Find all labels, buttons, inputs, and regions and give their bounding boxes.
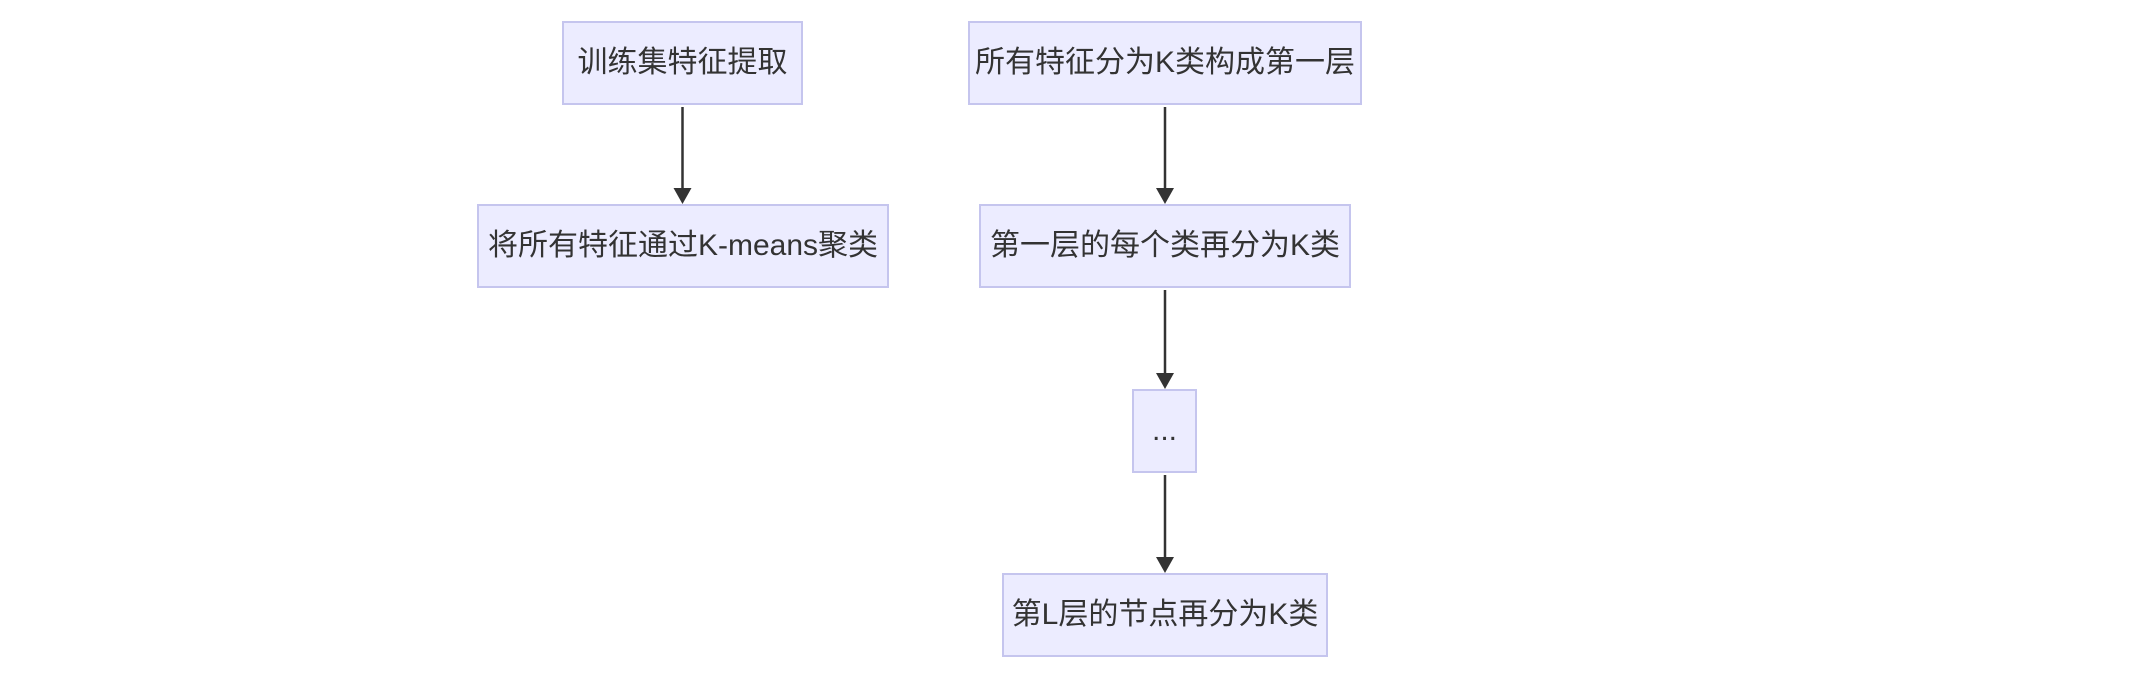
arrow-train-to-kmeans (673, 107, 692, 204)
node-label: 所有特征分为K类构成第一层 (974, 46, 1355, 79)
node-label: ... (1151, 414, 1177, 447)
arrow-layer2-to-ellipsis (1156, 290, 1174, 389)
arrow-ellipsis-to-layerL (1156, 475, 1174, 573)
arrow-layer1-to-layer2 (1156, 107, 1174, 204)
node-label: 第L层的节点再分为K类 (1011, 598, 1319, 631)
node-label: 将所有特征通过K-means聚类 (487, 229, 879, 262)
node-ellipsis: ... (1132, 389, 1197, 473)
node-label: 第一层的每个类再分为K类 (989, 229, 1340, 262)
node-kmeans-cluster-all-features: 将所有特征通过K-means聚类 (477, 204, 889, 288)
node-features-into-k-classes-layer1: 所有特征分为K类构成第一层 (968, 21, 1362, 105)
node-train-set-feature-extraction: 训练集特征提取 (562, 21, 803, 105)
node-layerL-nodes-split-into-k: 第L层的节点再分为K类 (1002, 573, 1328, 657)
node-layer1-classes-split-into-k: 第一层的每个类再分为K类 (979, 204, 1351, 288)
node-label: 训练集特征提取 (577, 46, 788, 79)
